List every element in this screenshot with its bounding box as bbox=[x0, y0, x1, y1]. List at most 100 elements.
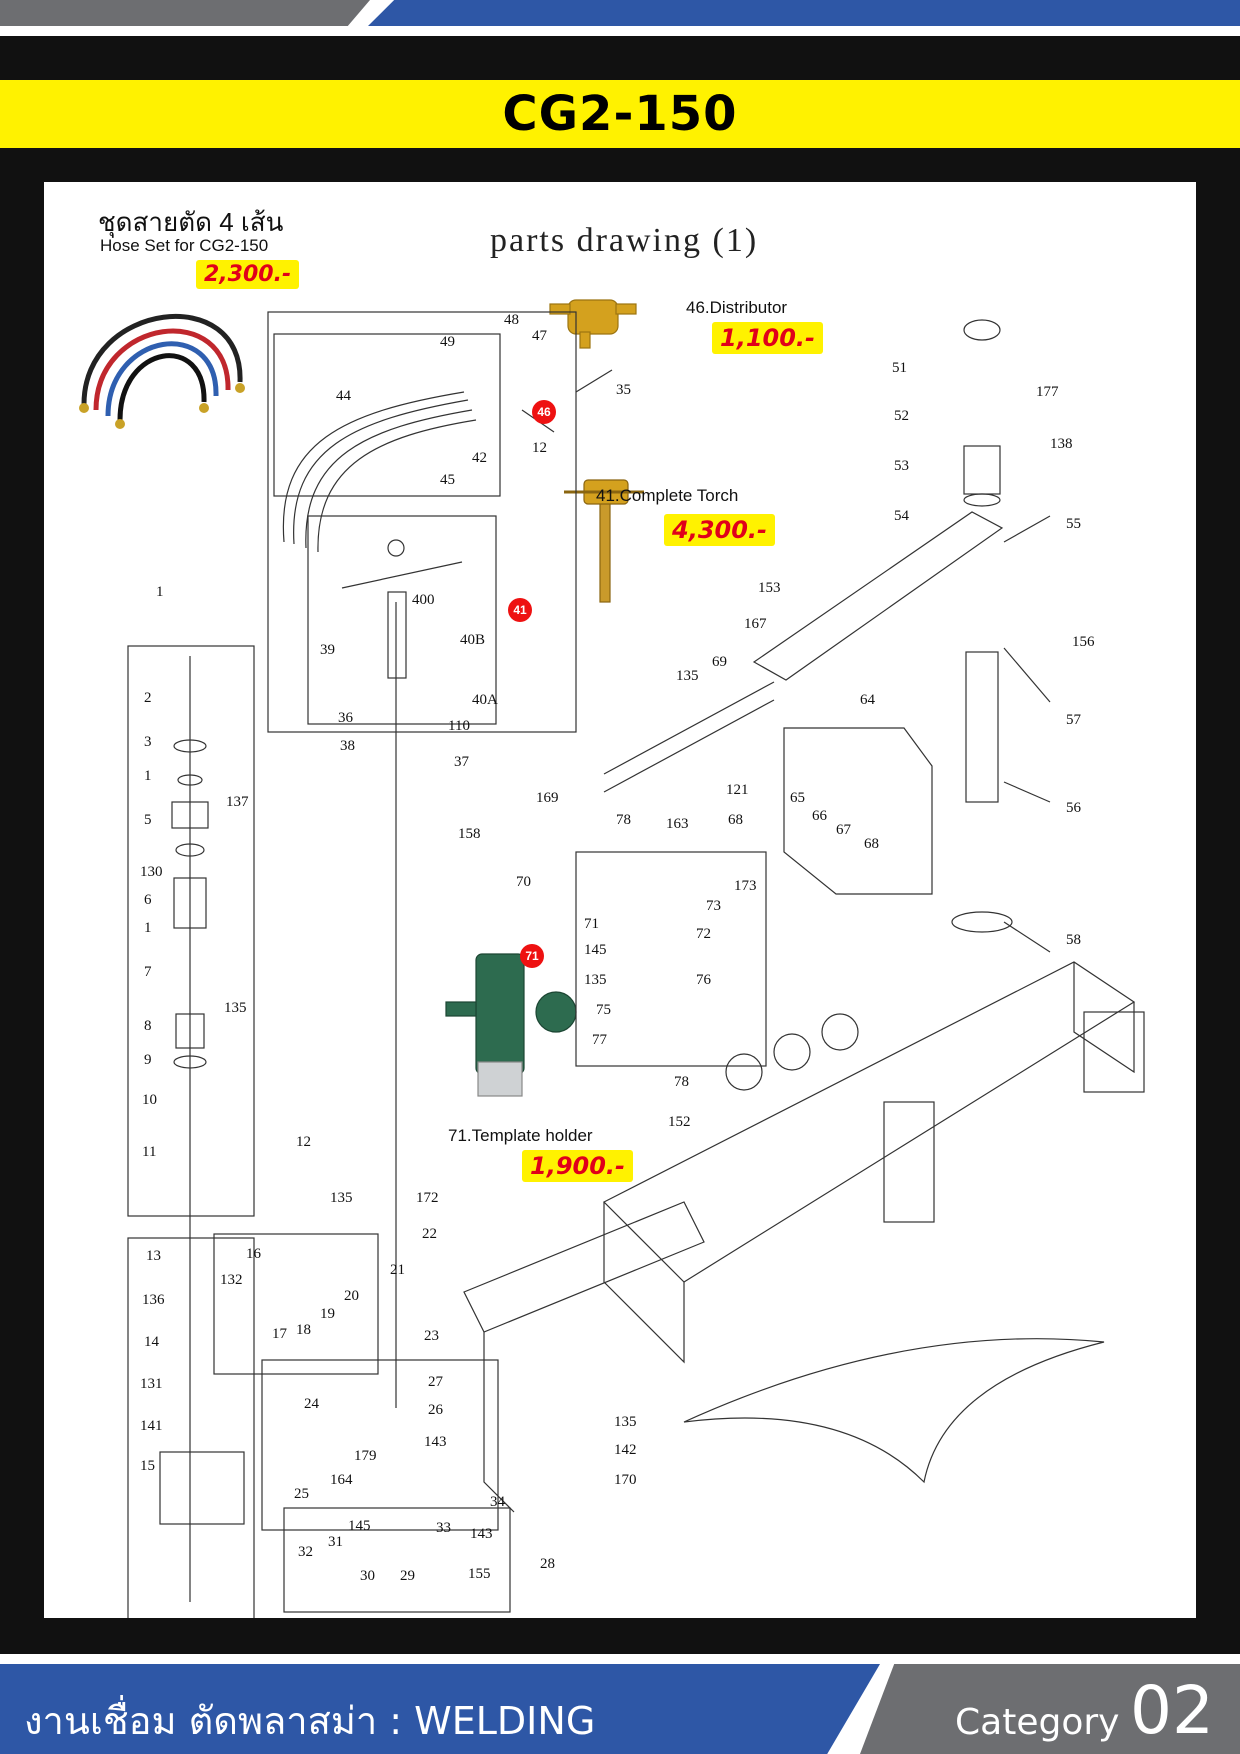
part-label: 57 bbox=[1066, 712, 1081, 728]
part-label: 16 bbox=[246, 1246, 261, 1262]
part-label: 44 bbox=[336, 388, 351, 404]
part-label: 69 bbox=[712, 654, 727, 670]
footer-category-word: Category bbox=[955, 1702, 1120, 1743]
part-label: 36 bbox=[338, 710, 353, 726]
part-label: 23 bbox=[424, 1328, 439, 1344]
part-label: 1 bbox=[156, 584, 164, 600]
part-label: 38 bbox=[340, 738, 355, 754]
part-label: 167 bbox=[744, 616, 767, 632]
part-label: 40B bbox=[460, 632, 486, 648]
torch-image bbox=[564, 479, 644, 603]
marker-46: 46 bbox=[532, 400, 556, 424]
hose-set-image bbox=[79, 313, 245, 429]
part-label: 2 bbox=[144, 690, 152, 706]
part-label: 22 bbox=[422, 1226, 437, 1242]
part-label: 14 bbox=[144, 1334, 159, 1350]
part-label: 33 bbox=[436, 1520, 451, 1536]
part-label: 52 bbox=[894, 408, 909, 424]
part-label: 18 bbox=[296, 1322, 311, 1338]
part-label: 141 bbox=[140, 1418, 163, 1434]
part-label: 67 bbox=[836, 822, 851, 838]
part-label: 172 bbox=[416, 1190, 439, 1206]
marker-71: 71 bbox=[520, 944, 544, 968]
part-label: 19 bbox=[320, 1306, 335, 1322]
part-label: 400 bbox=[412, 592, 435, 608]
template-holder-image bbox=[445, 953, 577, 1097]
part-label: 143 bbox=[470, 1526, 493, 1542]
part-label: 136 bbox=[142, 1292, 165, 1308]
part-label: 45 bbox=[440, 472, 455, 488]
part-label: 77 bbox=[592, 1032, 607, 1048]
part-label: 130 bbox=[140, 864, 163, 880]
footer-section-title: งานเชื่อม ตัดพลาสม่า : WELDING bbox=[24, 1699, 596, 1743]
top-bar-blue bbox=[368, 0, 1240, 26]
part-label: 158 bbox=[458, 826, 481, 842]
part-label: 6 bbox=[144, 892, 152, 908]
part-label: 27 bbox=[428, 1374, 443, 1390]
part-label: 12 bbox=[296, 1134, 311, 1150]
part-label: 32 bbox=[298, 1544, 313, 1560]
part-label: 131 bbox=[140, 1376, 163, 1392]
part-label: 34 bbox=[490, 1494, 505, 1510]
footer-bar-gray bbox=[860, 1664, 1240, 1754]
part-label: 13 bbox=[146, 1248, 161, 1264]
page-title: CG2-150 bbox=[502, 86, 738, 142]
part-label: 17 bbox=[272, 1326, 287, 1342]
part-label: 68 bbox=[864, 836, 879, 852]
part-label: 78 bbox=[674, 1074, 689, 1090]
part-label: 26 bbox=[428, 1402, 443, 1418]
part-label: 155 bbox=[468, 1566, 491, 1582]
part-label: 170 bbox=[614, 1472, 637, 1488]
part-label: 65 bbox=[790, 790, 805, 806]
part-label: 153 bbox=[758, 580, 781, 596]
hose-set-english-label: Hose Set for CG2-150 bbox=[100, 236, 269, 255]
hose-set-price: 2,300.- bbox=[196, 260, 300, 289]
part-label: 142 bbox=[614, 1442, 637, 1458]
part-label: 169 bbox=[536, 790, 559, 806]
part-label: 31 bbox=[328, 1534, 343, 1550]
part-label: 35 bbox=[616, 382, 631, 398]
part-label: 40A bbox=[472, 692, 498, 708]
part-label: 135 bbox=[614, 1414, 637, 1430]
part-label: 29 bbox=[400, 1568, 415, 1584]
part-label: 24 bbox=[304, 1396, 319, 1412]
part-label: 49 bbox=[440, 334, 455, 350]
part-label: 56 bbox=[1066, 800, 1081, 816]
part-label: 72 bbox=[696, 926, 711, 942]
part-label: 39 bbox=[320, 642, 335, 658]
part-label: 145 bbox=[348, 1518, 371, 1534]
part-label: 135 bbox=[584, 972, 607, 988]
part-label: 10 bbox=[142, 1092, 157, 1108]
part-label: 135 bbox=[330, 1190, 353, 1206]
part-label: 11 bbox=[142, 1144, 157, 1160]
part-label: 55 bbox=[1066, 516, 1081, 532]
distributor-image bbox=[549, 299, 637, 349]
part-label: 137 bbox=[226, 794, 249, 810]
part-label: 75 bbox=[596, 1002, 611, 1018]
part-label: 51 bbox=[892, 360, 907, 376]
part-label: 71 bbox=[584, 916, 599, 932]
part-label: 110 bbox=[448, 718, 470, 734]
hose-set-thai-label: ชุดสายตัด 4 เส้น bbox=[98, 207, 284, 237]
part-label: 28 bbox=[540, 1556, 555, 1572]
part-label: 30 bbox=[360, 1568, 375, 1584]
part-label: 15 bbox=[140, 1458, 155, 1474]
part-label: 64 bbox=[860, 692, 875, 708]
part-label: 1 bbox=[144, 920, 152, 936]
distributor-price: 1,100.- bbox=[712, 322, 823, 354]
part-label: 138 bbox=[1050, 436, 1073, 452]
part-label: 164 bbox=[330, 1472, 353, 1488]
part-label: 53 bbox=[894, 458, 909, 474]
part-label: 3 bbox=[144, 734, 152, 750]
part-label: 58 bbox=[1066, 932, 1081, 948]
part-label: 25 bbox=[294, 1486, 309, 1502]
part-label: 48 bbox=[504, 312, 519, 328]
part-label: 7 bbox=[144, 964, 152, 980]
part-label: 132 bbox=[220, 1272, 243, 1288]
part-label: 135 bbox=[676, 668, 699, 684]
drawing-title: parts drawing (1) bbox=[490, 222, 759, 259]
marker-41: 41 bbox=[508, 598, 532, 622]
part-label: 5 bbox=[144, 812, 152, 828]
part-label: 12 bbox=[532, 440, 547, 456]
footer-bar-blue bbox=[0, 1664, 880, 1754]
